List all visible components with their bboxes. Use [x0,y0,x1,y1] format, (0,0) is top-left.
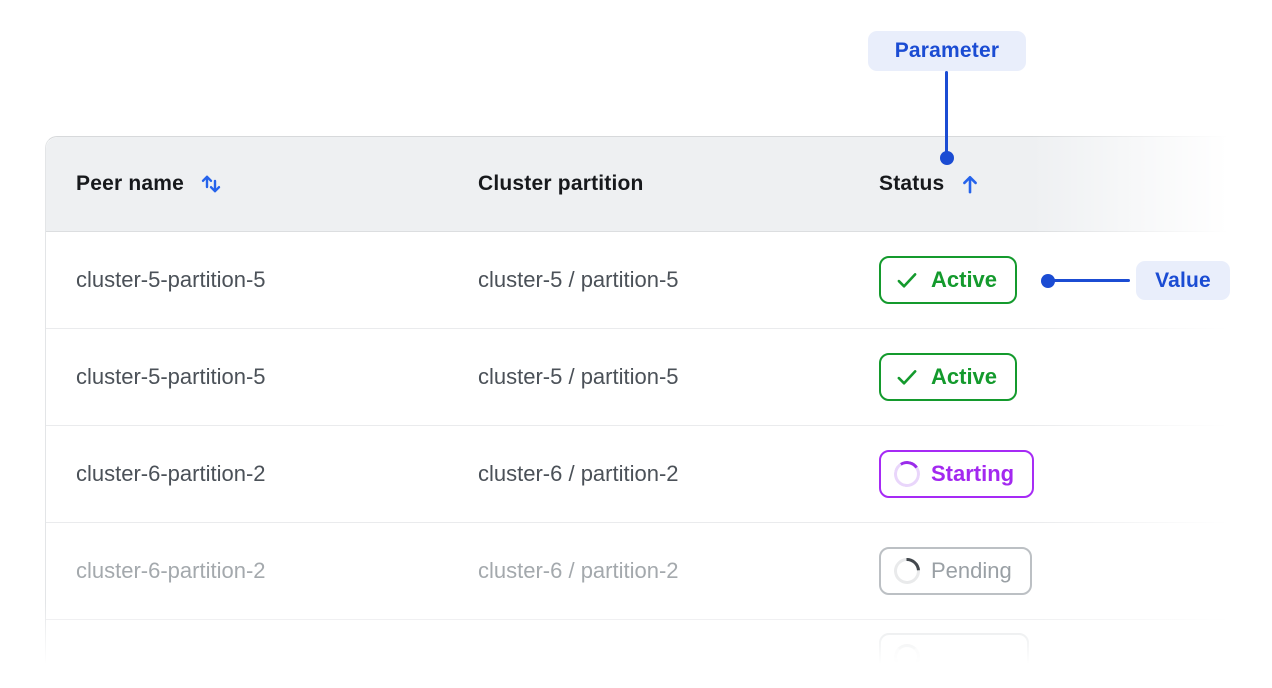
checkmark-icon [894,364,920,390]
parameter-connector-line [945,71,948,155]
peers-table: Peer name Cluster partition Status [45,136,1272,688]
table-row: cluster-6-partition-2 cluster-6 / partit… [46,426,1272,523]
spinner-icon [891,458,923,490]
column-header-status[interactable]: Status [849,171,1272,197]
table-row: cluster-5-partition-5 cluster-5 / partit… [46,232,1272,329]
cluster-partition-cell: cluster-6 / partition-2 [478,461,679,486]
column-header-peer-name[interactable]: Peer name [46,170,448,198]
status-badge-active: Active [879,353,1018,401]
table-header-row: Peer name Cluster partition Status [46,137,1272,232]
sort-both-icon[interactable] [197,170,225,198]
table-row: cluster-6-partition-2 cluster-6 / partit… [46,523,1272,620]
value-connector-line [1053,279,1130,282]
checkmark-icon [894,267,920,293]
cluster-partition-cell: cluster-5 / partition-5 [478,267,679,292]
status-badge-pending: Pending [879,547,1032,595]
table-row-partial [46,620,1272,688]
parameter-annotation-label: Parameter [868,31,1026,71]
peer-name-cell: cluster-6-partition-2 [76,558,266,583]
column-header-cluster-partition[interactable]: Cluster partition [448,172,849,196]
spinner-icon [894,643,920,670]
column-header-label: Cluster partition [478,172,644,195]
column-header-label: Status [879,172,945,195]
cluster-partition-cell: cluster-5 / partition-5 [478,364,679,389]
status-badge-active: Active [879,256,1018,304]
parameter-connector-dot [940,151,954,165]
peer-name-cell: cluster-6-partition-2 [76,461,266,486]
column-header-label: Peer name [76,172,185,195]
status-badge-label: Active [931,267,998,292]
value-annotation-label: Value [1136,261,1230,300]
status-badge-faded [879,632,1029,681]
peer-name-cell: cluster-5-partition-5 [76,267,266,292]
status-badge-starting: Starting [879,450,1035,498]
status-badge-label: Starting [931,461,1015,486]
sort-ascending-icon[interactable] [957,171,983,197]
cluster-partition-cell: cluster-6 / partition-2 [478,558,679,583]
status-badge-label: Pending [931,558,1012,583]
peer-name-cell: cluster-5-partition-5 [76,364,266,389]
table-row: cluster-5-partition-5 cluster-5 / partit… [46,329,1272,426]
status-badge-label: Active [931,364,998,389]
spinner-icon [888,552,926,590]
